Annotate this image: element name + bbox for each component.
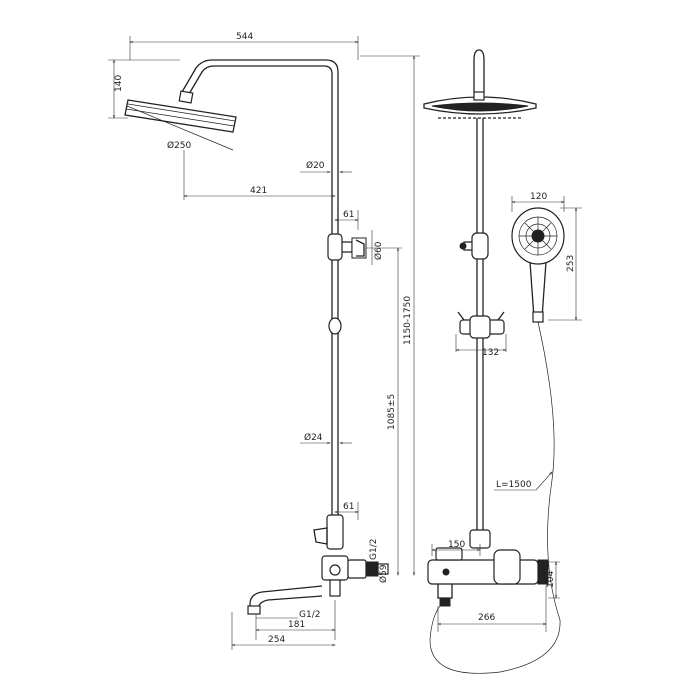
label-hand-shower-length: 253 (566, 255, 576, 272)
shower-arm (181, 59, 339, 225)
label-holder-offset-top: 61 (343, 210, 354, 220)
label-holder-diameter: Ø60 (373, 241, 384, 260)
label-hand-shower-head-width: 120 (530, 192, 547, 202)
label-overall-width: 544 (236, 32, 253, 42)
upper-pipe (331, 225, 339, 515)
label-head-diameter: Ø250 (167, 140, 192, 151)
label-mixer-reach: 254 (268, 635, 285, 645)
front-upper-holder (459, 232, 489, 260)
mixer-valve (427, 529, 549, 607)
front-view: 120 253 132 L=1500 150 104 266 (423, 49, 582, 674)
rain-shower-head (124, 99, 237, 151)
head-connector (178, 90, 194, 104)
label-center-height: 1085±5 (387, 394, 397, 430)
slide-bracket (457, 311, 505, 339)
label-head-height: 140 (114, 75, 124, 92)
label-total-height: 1150-1750 (403, 296, 413, 345)
label-inlet-thread: G1/2 (369, 539, 379, 560)
label-valve-height: 104 (546, 571, 556, 588)
label-arm-reach: 421 (250, 186, 267, 196)
label-lower-pipe-diameter: Ø24 (304, 432, 323, 443)
hand-shower (429, 207, 565, 674)
label-holder-offset-bottom: 61 (343, 502, 354, 512)
label-spout-thread: G1/2 (299, 610, 320, 620)
label-hose-length: L=1500 (496, 480, 532, 490)
bottom-valve (313, 514, 389, 581)
label-wall-flange-diameter: Ø59 (378, 564, 389, 583)
label-spout-reach: 181 (288, 620, 305, 630)
label-slide-bracket-width: 132 (482, 348, 499, 358)
bath-spout (247, 579, 341, 615)
side-view: 544 140 Ø250 Ø20 421 61 Ø60 1150-1750 10… (108, 32, 420, 650)
upper-holder-clamp (327, 233, 367, 261)
hose (429, 321, 561, 674)
label-inlet-centers: 266 (478, 613, 495, 623)
label-upper-pipe-diameter: Ø20 (306, 160, 325, 171)
pipe-coupling (328, 317, 342, 335)
label-valve-body-width: 150 (448, 540, 465, 550)
rain-head-front (423, 91, 537, 119)
